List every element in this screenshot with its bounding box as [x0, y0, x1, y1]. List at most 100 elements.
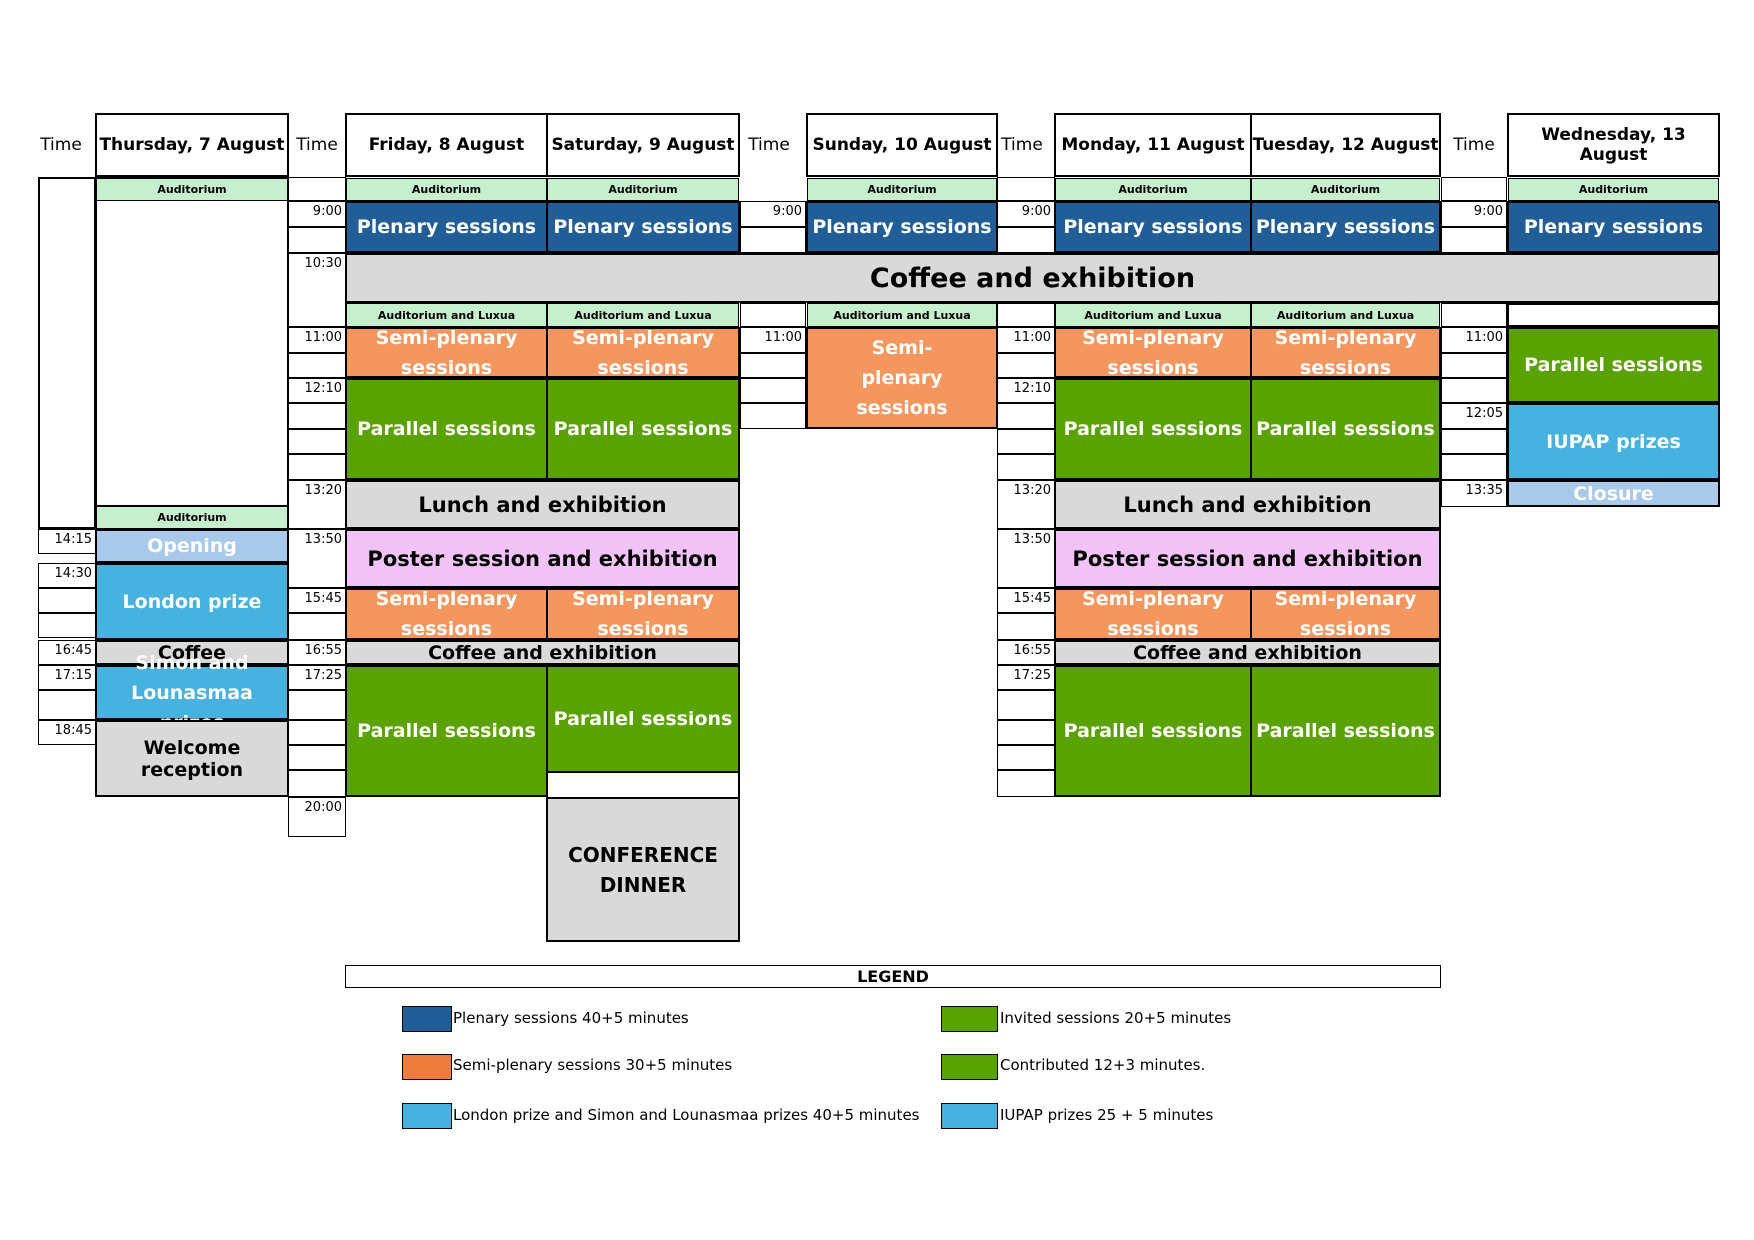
time-slot [1441, 429, 1507, 454]
event-welcome-reception: Welcome reception [95, 720, 289, 797]
event-semi-plenary-sessions: Semi-plenary sessions [345, 588, 548, 640]
event-parallel-sessions: Parallel sessions [1250, 378, 1441, 480]
time-slot: 12:05 [1441, 403, 1507, 429]
room-label: Auditorium [807, 178, 997, 201]
time-slot: 11:00 [997, 327, 1055, 353]
event-poster-session: Poster session and exhibition [345, 529, 740, 588]
time-slot: 9:00 [288, 201, 346, 227]
time-slot [740, 227, 806, 253]
time-slot: 17:25 [997, 665, 1055, 690]
time-slot: 12:10 [288, 378, 346, 403]
time-slot: 13:20 [997, 480, 1055, 529]
time-slot [288, 403, 346, 429]
thursday-empty-block [95, 177, 289, 507]
time-slot [288, 720, 346, 745]
thursday-time-spacer [38, 177, 96, 529]
event-semi-plenary-sessions: Semi-plenary sessions [1250, 588, 1441, 640]
time-slot: 16:45 [38, 640, 96, 665]
time-slot: 11:00 [740, 327, 806, 353]
time-slot: 13:35 [1441, 480, 1507, 507]
time-slot: 9:00 [997, 201, 1055, 227]
time-slot [1441, 303, 1507, 327]
time-slot [997, 613, 1055, 640]
event-poster-session: Poster session and exhibition [1054, 529, 1441, 588]
time-slot [38, 690, 96, 720]
time-slot [997, 745, 1055, 770]
time-slot [1441, 353, 1507, 378]
legend-label: Invited sessions 20+5 minutes [1000, 1009, 1232, 1027]
time-slot: 18:45 [38, 720, 96, 745]
event-lunch-exhibition: Lunch and exhibition [345, 480, 740, 529]
room-label: Auditorium [96, 178, 288, 201]
day-header-thursday: Thursday, 7 August [95, 113, 289, 177]
day-header-wednesday: Wednesday, 13 August [1507, 113, 1720, 177]
event-iupap-prizes: IUPAP prizes [1507, 403, 1720, 480]
event-parallel-sessions: Parallel sessions [345, 665, 548, 797]
event-parallel-sessions: Parallel sessions [1054, 665, 1252, 797]
legend-swatch-iupap [941, 1103, 998, 1129]
event-semi-plenary-sessions: Semi-plenary sessions [1054, 588, 1252, 640]
time-slot [288, 429, 346, 454]
legend-swatch-plenary [402, 1006, 452, 1032]
time-slot [288, 770, 346, 797]
event-plenary-sessions: Plenary sessions [345, 201, 548, 253]
room-label: Auditorium and Luxua [1055, 303, 1251, 327]
time-slot [288, 177, 346, 201]
time-slot: 17:25 [288, 665, 346, 690]
event-simon-lounasmaa-prizes: Simon and Lounasmaa prizes [95, 652, 289, 734]
time-slot [1441, 227, 1507, 253]
time-slot: 15:45 [288, 588, 346, 613]
time-slot [288, 353, 346, 378]
legend-title: LEGEND [345, 965, 1441, 988]
time-slot [997, 403, 1055, 429]
time-slot [997, 720, 1055, 745]
time-slot: 11:00 [1441, 327, 1507, 353]
time-slot [288, 690, 346, 720]
event-semi-plenary-sessions: Semi-plenary sessions [345, 327, 548, 379]
time-slot: 12:10 [997, 378, 1055, 403]
day-header-monday: Monday, 11 August [1054, 113, 1252, 177]
time-slot [997, 690, 1055, 720]
time-slot: 9:00 [1441, 201, 1507, 227]
event-coffee: Coffee [95, 640, 289, 665]
time-header: Time [1001, 135, 1043, 155]
time-slot [740, 403, 806, 429]
event-coffee-exhibition-main: Coffee and exhibition [345, 253, 1720, 303]
saturday-gap [546, 773, 740, 797]
legend-label: London prize and Simon and Lounasmaa pri… [453, 1106, 920, 1124]
time-slot: 17:15 [38, 665, 96, 690]
event-semi-plenary-sessions: Semi-plenary sessions [546, 588, 740, 640]
event-semi-plenary-sessions: Semi-plenary sessions [546, 327, 740, 379]
time-slot: 10:30 [288, 253, 346, 327]
time-slot: 15:45 [997, 588, 1055, 613]
time-slot: 14:15 [38, 529, 96, 554]
time-slot: 16:55 [997, 640, 1055, 665]
room-label: Auditorium [346, 178, 547, 201]
event-parallel-sessions: Parallel sessions [1250, 665, 1441, 797]
time-slot [1441, 454, 1507, 480]
event-plenary-sessions: Plenary sessions [1250, 201, 1441, 253]
room-label: Auditorium [1508, 178, 1719, 201]
time-slot: 16:55 [288, 640, 346, 665]
legend-label: Semi-plenary sessions 30+5 minutes [453, 1056, 733, 1074]
event-semi-plenary-sessions: Semi-plenary sessions [1054, 327, 1252, 379]
time-slot [288, 227, 346, 253]
time-slot [288, 454, 346, 480]
legend-swatch-contributed [941, 1054, 998, 1080]
day-header-friday: Friday, 8 August [345, 113, 548, 177]
event-plenary-sessions: Plenary sessions [1507, 201, 1720, 253]
event-parallel-sessions: Parallel sessions [1507, 327, 1720, 403]
room-label: Auditorium [96, 506, 288, 529]
room-label: Auditorium and Luxua [547, 303, 739, 327]
time-slot [740, 378, 806, 403]
event-plenary-sessions: Plenary sessions [1054, 201, 1252, 253]
event-plenary-sessions: Plenary sessions [806, 201, 998, 253]
time-header: Time [1453, 135, 1495, 155]
time-slot: 11:00 [288, 327, 346, 353]
event-opening: Opening [95, 529, 289, 563]
time-slot: 13:20 [288, 480, 346, 529]
event-closure: Closure [1507, 480, 1720, 507]
time-slot: 13:50 [997, 529, 1055, 588]
room-label: Auditorium [1251, 178, 1440, 201]
event-coffee-exhibition: Coffee and exhibition [1054, 640, 1441, 665]
